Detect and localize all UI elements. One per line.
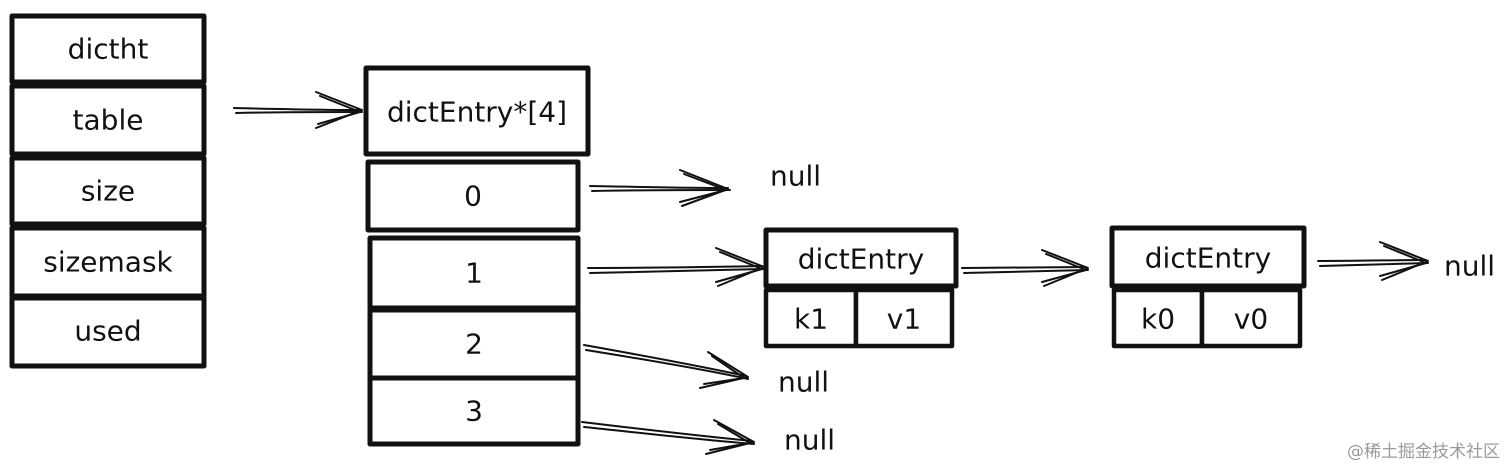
dictht-field-size: size xyxy=(9,155,207,227)
null-label-slot3: null xyxy=(784,424,835,457)
dictht-field-label: table xyxy=(73,104,144,137)
table-slot-0: 0 xyxy=(365,159,581,233)
dict-entry-title: dictEntry xyxy=(798,243,924,276)
dictht-field-label: used xyxy=(74,315,141,348)
null-label-slot0: null xyxy=(770,160,821,193)
dictht-field-sizemask: sizemask xyxy=(9,225,207,299)
dict-entry-value: v1 xyxy=(887,303,921,336)
table-slot-2: 2 xyxy=(367,307,581,381)
table-slot-label: 3 xyxy=(465,395,483,428)
dict-entry-k1: dictEntry k1 v1 xyxy=(763,227,959,349)
table-array-header-label: dictEntry*[4] xyxy=(387,96,567,129)
arrow-entry-to-entry xyxy=(961,249,1089,287)
dict-entry-k0: dictEntry k0 v0 xyxy=(1109,225,1307,349)
dict-entry-value: v0 xyxy=(1234,303,1268,336)
table-slot-label: 2 xyxy=(465,328,483,361)
table-slot-label: 0 xyxy=(464,180,482,213)
arrow-slot3-to-null xyxy=(581,419,755,455)
table-array-header: dictEntry*[4] xyxy=(363,65,591,157)
table-slot-label: 1 xyxy=(465,257,483,290)
arrow-slot1-to-entry xyxy=(587,247,765,287)
dictht-field-table: table xyxy=(9,83,207,157)
table-array: dictEntry*[4] 0 1 2 3 xyxy=(363,65,591,447)
dict-entry-key: k0 xyxy=(1141,303,1175,336)
table-slot-3: 3 xyxy=(367,375,581,447)
dictht-field-label: dictht xyxy=(68,33,149,66)
null-label-chain-end: null xyxy=(1444,250,1495,283)
arrow-table-to-array xyxy=(233,91,363,129)
arrow-slot0-to-null xyxy=(589,169,731,207)
dictht-field-header: dictht xyxy=(9,13,207,85)
dict-entry-title: dictEntry xyxy=(1145,242,1271,275)
dictht-struct: dictht table size sizemask used xyxy=(9,13,207,369)
arrow-slot2-to-null xyxy=(583,344,749,389)
table-slot-1: 1 xyxy=(367,235,581,311)
dictht-field-label: size xyxy=(81,175,135,208)
null-label-slot2: null xyxy=(778,366,829,399)
watermark: @稀土掘金技术社区 xyxy=(1347,442,1500,462)
dictht-field-label: sizemask xyxy=(43,246,173,279)
dictht-field-used: used xyxy=(9,295,207,369)
dict-entry-key: k1 xyxy=(794,303,828,336)
arrow-entry-to-null xyxy=(1317,241,1429,281)
